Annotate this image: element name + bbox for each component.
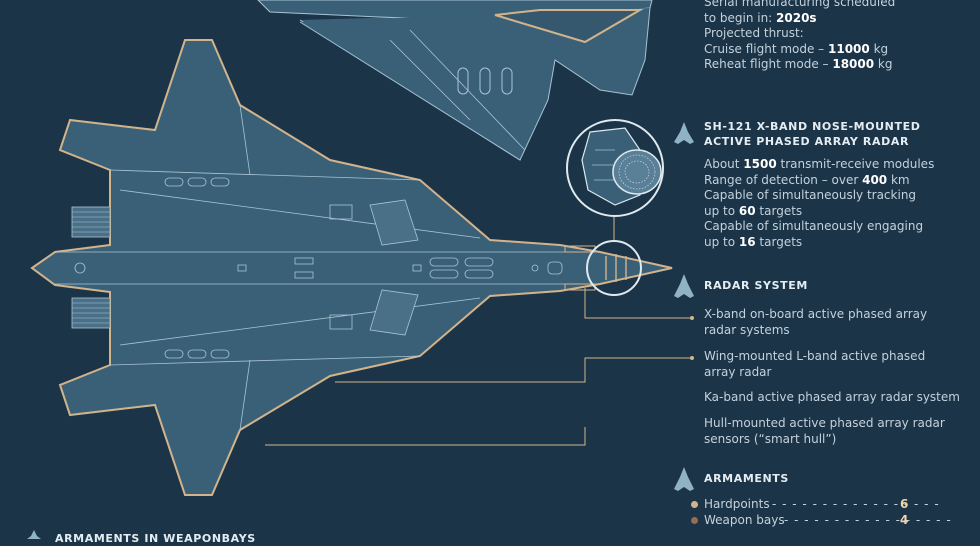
hardpoints-leader: - - - - - - - - - - - - - - - - -: [772, 497, 940, 511]
hardpoints-label: Hardpoints: [704, 497, 770, 511]
range-value: 400: [862, 172, 888, 187]
radar-item-3-line1: Ka-band active phased array radar system: [704, 390, 960, 404]
serial-text-2: to begin in:: [704, 10, 777, 25]
jet-silhouette-icon: [674, 122, 694, 144]
jet-silhouette-icon: [27, 530, 41, 539]
modules-value: 1500: [743, 157, 777, 171]
engaging-post: targets: [755, 234, 803, 249]
engaging-value: 16: [738, 234, 756, 249]
hardpoints-dot: [691, 501, 698, 508]
thrust-label: Projected thrust:: [704, 26, 804, 41]
radar-item-1-line1: X-band on-board active phased array: [704, 307, 928, 321]
specs-block: Serial manufacturing scheduled to begin …: [704, 0, 895, 73]
armaments-title: ARMAMENTS: [704, 472, 789, 485]
radar-item-4-line1: Hull-mounted active phased array radar: [704, 416, 945, 430]
modules-pre: About: [704, 157, 744, 171]
hardpoints-value: 6: [900, 497, 909, 511]
engaging-pre: up to: [704, 234, 739, 249]
jet-silhouette-icon: [674, 274, 694, 298]
reheat-unit: kg: [874, 57, 893, 72]
radar-nose-title-1: SH-121 X-BAND NOSE-MOUNTED: [704, 120, 921, 133]
cruise-label: Cruise flight mode –: [704, 41, 828, 56]
reheat-label: Reheat flight mode –: [704, 57, 833, 72]
reheat-value: 18000: [832, 57, 875, 72]
tracking-post: targets: [755, 203, 803, 218]
radar-item-2: Wing-mounted L-band active phased array …: [704, 349, 925, 380]
radar-item-3: Ka-band active phased array radar system: [704, 390, 960, 406]
upper-aircraft-view: [257, 0, 653, 161]
range-pre: Range of detection – over: [704, 172, 863, 187]
radar-item-4-line2: sensors (“smart hull”): [704, 431, 837, 446]
list-bullet: [690, 356, 694, 360]
callout-lines: [265, 200, 692, 446]
radar-system-title: RADAR SYSTEM: [704, 279, 808, 292]
tracking-text: Capable of simultaneously tracking: [704, 188, 917, 203]
modules-post: transmit-receive modules: [776, 157, 935, 171]
radar-item-4: Hull-mounted active phased array radar s…: [704, 416, 945, 447]
radar-dish-icon: [566, 119, 664, 217]
radar-item-2-line2: array radar: [704, 364, 772, 379]
weapon-bays-label: Weapon bays: [704, 513, 785, 527]
weapon-bays-value: 4: [900, 513, 909, 527]
serial-year: 2020s: [776, 10, 817, 25]
cruise-unit: kg: [869, 41, 889, 56]
jet-silhouette-icon: [674, 467, 694, 491]
weapon-bays-leader: - - - - - - - - - - - - - - - - -: [784, 513, 952, 527]
range-post: km: [887, 172, 910, 187]
radar-item-2-line1: Wing-mounted L-band active phased: [704, 349, 926, 363]
engaging-text: Capable of simultaneously engaging: [704, 219, 924, 234]
radar-item-1: X-band on-board active phased array rada…: [704, 307, 927, 338]
cruise-value: 11000: [828, 41, 870, 56]
radar-nose-title-2: ACTIVE PHASED ARRAY RADAR: [704, 135, 910, 148]
tracking-value: 60: [738, 203, 756, 218]
weapon-bays-dot: [691, 517, 698, 524]
radar-item-1-line2: radar systems: [704, 322, 790, 337]
serial-text: Serial manufacturing scheduled: [704, 0, 896, 9]
radar-highlight-circle: [586, 240, 642, 296]
list-bullet: [690, 316, 694, 320]
main-aircraft-view: [30, 39, 673, 496]
tracking-pre: up to: [704, 203, 739, 218]
radar-nose-details: About 1500 transmit-receive modules Rang…: [704, 157, 934, 251]
